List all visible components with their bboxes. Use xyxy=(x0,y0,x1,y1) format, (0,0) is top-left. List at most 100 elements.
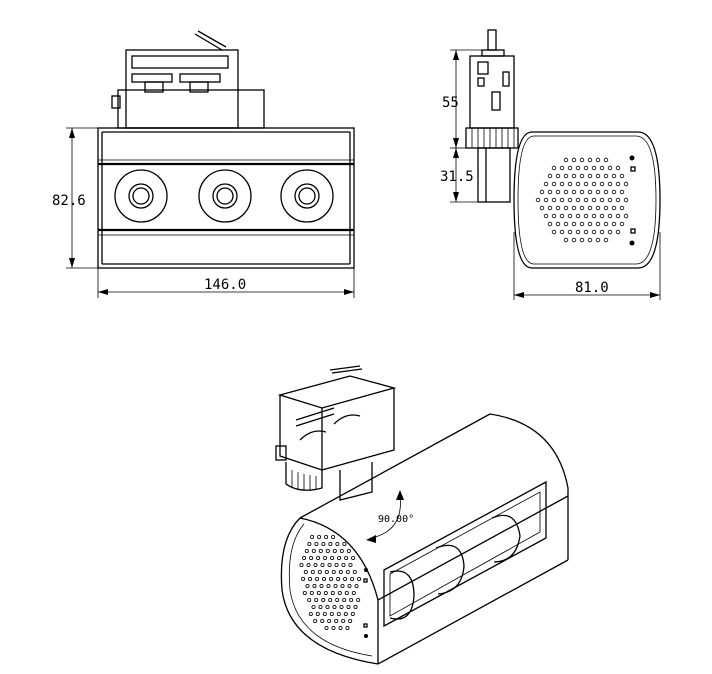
vent-hole xyxy=(547,221,553,227)
vent-hole xyxy=(324,570,329,575)
vent-hole xyxy=(327,563,332,568)
vent-hole xyxy=(567,181,573,187)
vent-hole xyxy=(603,237,609,243)
vent-hole xyxy=(535,197,541,203)
vent-hole xyxy=(348,619,353,624)
side-lower-height-dimension: 31.5 xyxy=(440,148,478,203)
vent-hole xyxy=(332,549,337,554)
vent-hole xyxy=(339,605,344,610)
vent-hole xyxy=(348,563,353,568)
vent-hole xyxy=(301,577,306,582)
vent-hole xyxy=(341,563,346,568)
vent-hole xyxy=(334,563,339,568)
vent-hole xyxy=(310,570,315,575)
vent-hole xyxy=(325,549,330,554)
vent-hole xyxy=(349,598,354,603)
vent-hole xyxy=(583,165,589,171)
vent-hole xyxy=(357,577,362,582)
side-top-height-label: 55 xyxy=(442,95,459,111)
vent-hole xyxy=(623,181,629,187)
vent-hole xyxy=(615,213,621,219)
front-lens-2 xyxy=(198,169,252,223)
vent-hole xyxy=(339,549,344,554)
side-lamp-body xyxy=(513,131,661,269)
iso-mark-dots xyxy=(363,568,368,638)
side-width-dimension: 81.0 xyxy=(513,232,661,300)
rotation-arrow-icon xyxy=(366,490,404,543)
vent-hole xyxy=(555,189,561,195)
vent-hole xyxy=(324,626,329,631)
vent-hole xyxy=(346,549,351,554)
vent-hole xyxy=(338,570,343,575)
vent-hole xyxy=(583,197,589,203)
vent-hole xyxy=(320,619,325,624)
side-top-height-dimension: 55 xyxy=(442,49,482,149)
vent-hole xyxy=(352,570,357,575)
vent-hole xyxy=(567,229,573,235)
vent-hole xyxy=(336,612,341,617)
vent-hole xyxy=(324,535,329,540)
vent-hole xyxy=(306,563,311,568)
vent-hole xyxy=(341,619,346,624)
vent-hole xyxy=(351,556,356,561)
vent-hole xyxy=(587,237,593,243)
vent-hole xyxy=(320,563,325,568)
vent-hole xyxy=(319,584,324,589)
vent-hole xyxy=(332,605,337,610)
vent-hole xyxy=(571,189,577,195)
front-width-label: 146.0 xyxy=(204,277,246,293)
vent-hole xyxy=(340,584,345,589)
vent-hole xyxy=(313,563,318,568)
vent-hole xyxy=(539,189,545,195)
vent-hole xyxy=(323,556,328,561)
vent-hole xyxy=(328,542,333,547)
vent-hole xyxy=(615,181,621,187)
vent-hole xyxy=(579,221,585,227)
rotation-angle-label: 90.00° xyxy=(378,514,414,525)
vent-hole xyxy=(343,612,348,617)
side-lower-height-label: 31.5 xyxy=(440,169,474,185)
side-vent-holes xyxy=(535,157,629,243)
vent-hole xyxy=(303,570,308,575)
vent-hole xyxy=(354,584,359,589)
vent-hole xyxy=(539,205,545,211)
vent-hole xyxy=(551,213,557,219)
vent-hole xyxy=(571,221,577,227)
vent-hole xyxy=(615,197,621,203)
vent-hole xyxy=(591,165,597,171)
front-height-label: 82.6 xyxy=(52,193,86,209)
vent-hole xyxy=(575,197,581,203)
vent-hole xyxy=(321,598,326,603)
vent-hole xyxy=(322,612,327,617)
vent-hole xyxy=(327,619,332,624)
vent-hole xyxy=(330,556,335,561)
front-lens-3 xyxy=(280,169,334,223)
vent-hole xyxy=(555,205,561,211)
vent-hole xyxy=(314,598,319,603)
vent-hole xyxy=(575,229,581,235)
vent-hole xyxy=(329,577,334,582)
vent-hole xyxy=(619,221,625,227)
vent-hole xyxy=(330,591,335,596)
vent-hole xyxy=(591,229,597,235)
vent-hole xyxy=(308,612,313,617)
vent-hole xyxy=(302,591,307,596)
vent-hole xyxy=(302,556,307,561)
vent-hole xyxy=(316,591,321,596)
vent-hole xyxy=(329,612,334,617)
side-mark-dot-bottom xyxy=(629,228,636,246)
vent-hole xyxy=(350,612,355,617)
vent-hole xyxy=(317,535,322,540)
vent-hole xyxy=(623,197,629,203)
vent-hole xyxy=(309,591,314,596)
vent-hole xyxy=(299,563,304,568)
vent-hole xyxy=(310,535,315,540)
vent-hole xyxy=(559,213,565,219)
vent-hole xyxy=(331,570,336,575)
vent-hole xyxy=(595,157,601,163)
front-track-adapter xyxy=(111,30,265,129)
vent-hole xyxy=(314,542,319,547)
vent-hole xyxy=(350,577,355,582)
vent-hole xyxy=(583,229,589,235)
